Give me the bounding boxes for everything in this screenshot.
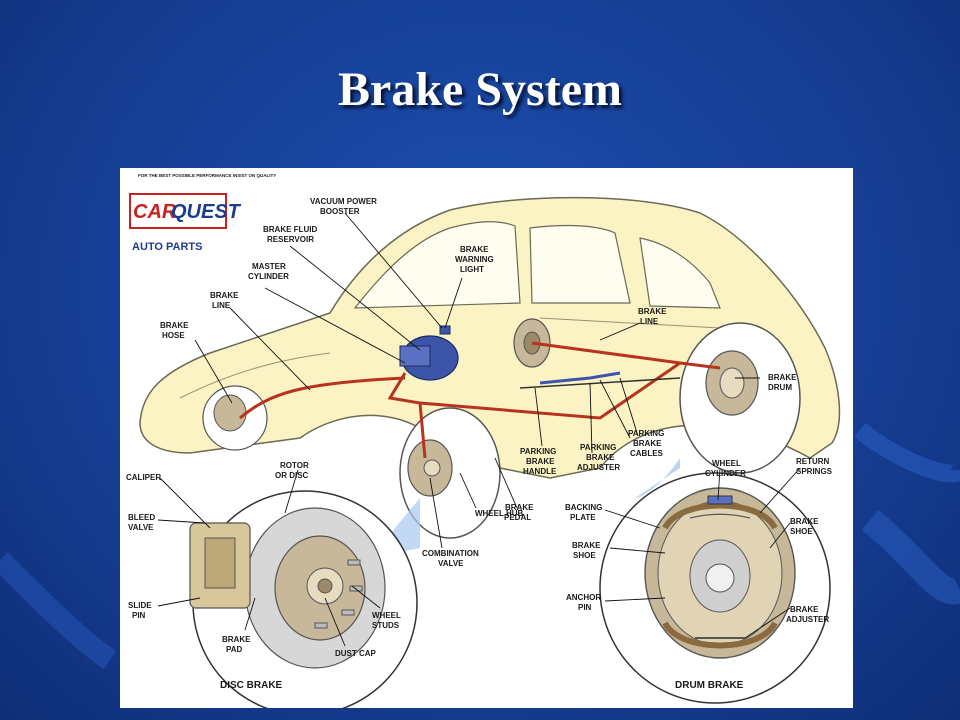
logo-tagline: FOR THE BEST POSSIBLE PERFORMANCE INSIST… [138,173,276,178]
label-brake-fluid-reservoir: BRAKE FLUID RESERVOIR [263,225,319,244]
label-parking-brake-handle: PARKING BRAKE HANDLE [520,447,559,476]
label-brake-pad: BRAKE PAD [222,635,253,654]
label-parking-brake-adjuster: PARKING BRAKE ADJUSTER [577,443,620,472]
logo-brand-left: CAR [133,201,177,223]
label-combination-valve: COMBINATION VALVE [422,549,481,568]
label-brake-line-rear: BRAKE LINE [638,307,669,326]
label-dust-cap: DUST CAP [335,649,377,658]
diagram-canvas: FOR THE BEST POSSIBLE PERFORMANCE INSIST… [126,173,841,708]
label-brake-adjuster: BRAKE ADJUSTER [786,605,829,624]
label-backing-plate: BACKING PLATE [565,503,605,522]
brake-diagram: FOR THE BEST POSSIBLE PERFORMANCE INSIST… [120,168,853,708]
labels: VACUUM POWER BOOSTER BRAKE FLUID RESERVO… [126,197,833,691]
label-vacuum-power-booster: VACUUM POWER BOOSTER [310,197,379,216]
caption-drum-brake: DRUM BRAKE [675,680,744,691]
logo-brand-right: QUEST [171,201,242,223]
disc-brake-detail [189,490,418,708]
car-body [139,196,841,479]
label-slide-pin: SLIDE PIN [128,601,154,620]
label-wheel-hub: WHEEL HUB [475,509,524,518]
logo-sub: AUTO PARTS [132,241,203,253]
label-caliper: CALIPER [126,473,161,482]
label-master-cylinder: MASTER CYLINDER [248,262,289,281]
label-brake-drum: BRAKE DRUM [768,373,799,392]
label-bleed-valve: BLEED VALVE [128,513,157,532]
far-front-wheel [202,385,268,451]
label-wheel-studs: WHEEL STUDS [372,611,403,630]
label-anchor-pin: ANCHOR PIN [566,593,603,612]
label-brake-line-front: BRAKE LINE [210,291,241,310]
drum-brake-detail [599,472,831,704]
label-wheel-cylinder: WHEEL CYLINDER [705,459,746,478]
carquest-logo: FOR THE BEST POSSIBLE PERFORMANCE INSIST… [129,173,276,253]
caption-disc-brake: DISC BRAKE [220,680,283,691]
slide-title: Brake System [338,63,622,116]
label-brake-shoe-left: BRAKE SHOE [572,541,603,560]
brake-lines [239,341,721,459]
label-brake-shoe-right: BRAKE SHOE [790,517,821,536]
leader-lines [157,212,801,647]
label-brake-warning-light: BRAKE WARNING LIGHT [455,245,496,274]
label-parking-brake-cables: PARKING BRAKE CABLES [628,429,667,458]
label-return-springs: RETURN SPRINGS [796,457,833,476]
label-brake-pedal: BRAKE PEDAL [504,503,536,522]
label-rotor-or-disc: ROTOR OR DISC [275,461,311,480]
label-brake-hose: BRAKE HOSE [160,321,191,340]
